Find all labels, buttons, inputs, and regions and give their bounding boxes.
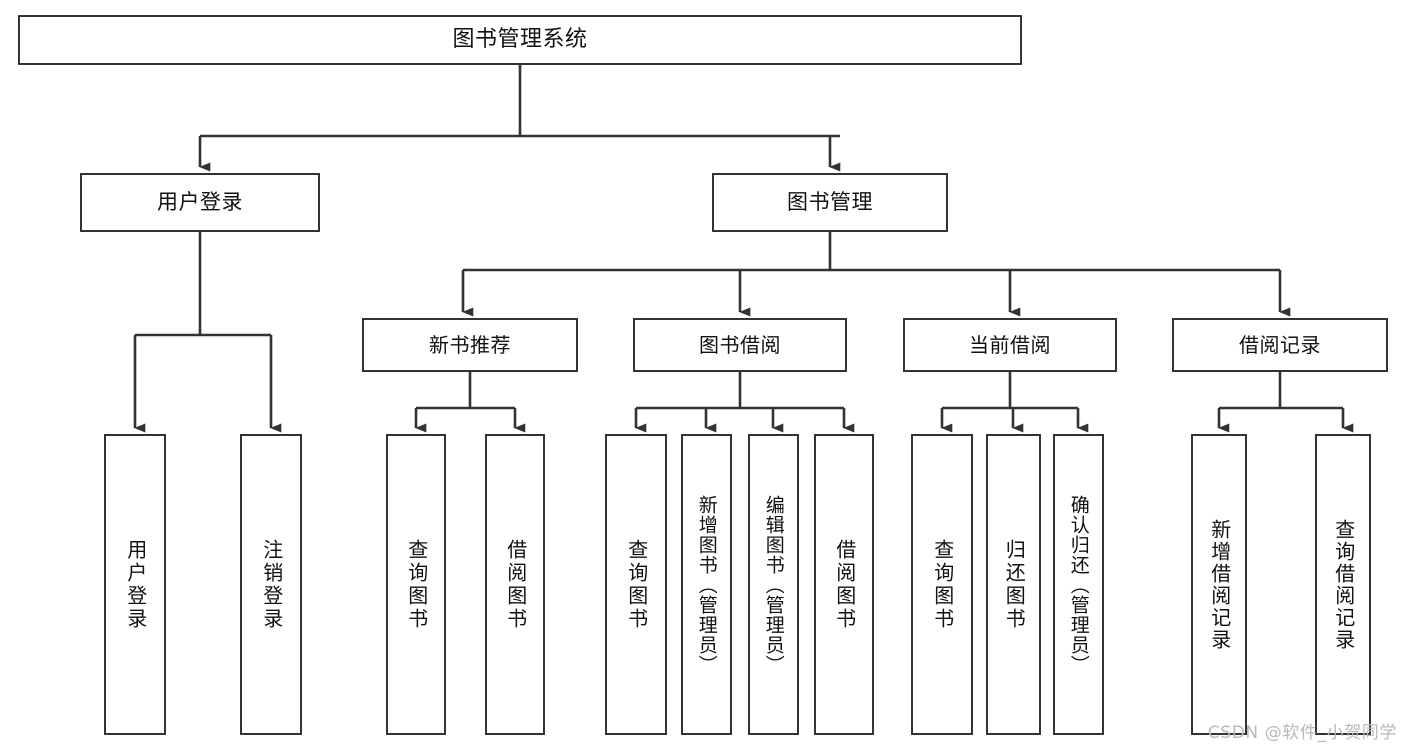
node-leaf-query-borrow-record-label: 查询借阅记录 bbox=[1331, 518, 1356, 651]
node-root[interactable]: 图书管理系统 bbox=[18, 15, 1022, 65]
watermark: CSDN @软件_小贺同学 bbox=[1207, 723, 1397, 743]
node-leaf-query-borrow-record[interactable]: 查询借阅记录 bbox=[1315, 434, 1371, 735]
edge-group-borrow-record bbox=[1217, 372, 1354, 433]
edge-group-root bbox=[198, 65, 841, 172]
node-new-book-recommend[interactable]: 新书推荐 bbox=[362, 318, 578, 372]
node-book-borrow-label: 图书借阅 bbox=[699, 332, 781, 357]
node-current-borrow-label: 当前借阅 bbox=[969, 332, 1051, 357]
node-leaf-query-book-2-label: 查询图书 bbox=[624, 538, 649, 631]
node-new-book-recommend-label: 新书推荐 bbox=[429, 332, 511, 357]
node-leaf-add-book[interactable]: 新增图书（管理员） bbox=[681, 434, 732, 735]
node-leaf-query-book-3-label: 查询图书 bbox=[930, 538, 955, 631]
edge-group-user-login bbox=[133, 232, 282, 433]
node-leaf-add-borrow-record[interactable]: 新增借阅记录 bbox=[1191, 434, 1247, 735]
node-book-management-label: 图书管理 bbox=[787, 190, 873, 215]
edge-group-book-management bbox=[461, 232, 1291, 317]
node-leaf-user-logout[interactable]: 注销登录 bbox=[240, 434, 302, 735]
node-leaf-user-login[interactable]: 用户登录 bbox=[104, 434, 166, 735]
node-leaf-return-book-label: 归还图书 bbox=[1002, 538, 1027, 631]
node-borrow-record[interactable]: 借阅记录 bbox=[1172, 318, 1388, 372]
node-borrow-record-label: 借阅记录 bbox=[1239, 332, 1321, 357]
edge-group-new-book-recommend bbox=[414, 372, 526, 433]
edge-group-current-borrow bbox=[940, 372, 1089, 433]
node-leaf-user-login-label: 用户登录 bbox=[123, 538, 148, 631]
node-user-login[interactable]: 用户登录 bbox=[80, 173, 320, 232]
node-leaf-borrow-book-1-label: 借阅图书 bbox=[503, 538, 528, 631]
node-leaf-edit-book-label: 编辑图书（管理员） bbox=[762, 494, 785, 675]
node-current-borrow[interactable]: 当前借阅 bbox=[903, 318, 1117, 372]
node-leaf-add-book-label: 新增图书（管理员） bbox=[695, 494, 718, 675]
node-leaf-confirm-return[interactable]: 确认归还（管理员） bbox=[1053, 434, 1104, 735]
node-leaf-query-book-2[interactable]: 查询图书 bbox=[605, 434, 667, 735]
node-leaf-add-borrow-record-label: 新增借阅记录 bbox=[1207, 518, 1232, 651]
node-leaf-query-book-3[interactable]: 查询图书 bbox=[911, 434, 973, 735]
node-leaf-query-book-1-label: 查询图书 bbox=[404, 538, 429, 631]
node-root-label: 图书管理系统 bbox=[452, 27, 588, 53]
node-leaf-borrow-book-1[interactable]: 借阅图书 bbox=[485, 434, 545, 735]
node-book-management[interactable]: 图书管理 bbox=[712, 173, 948, 232]
edge-group-book-borrow bbox=[634, 372, 855, 433]
node-book-borrow[interactable]: 图书借阅 bbox=[633, 318, 847, 372]
node-leaf-query-book-1[interactable]: 查询图书 bbox=[386, 434, 446, 735]
node-leaf-borrow-book-2[interactable]: 借阅图书 bbox=[814, 434, 874, 735]
node-user-login-label: 用户登录 bbox=[157, 190, 243, 215]
node-leaf-borrow-book-2-label: 借阅图书 bbox=[832, 538, 857, 631]
node-leaf-confirm-return-label: 确认归还（管理员） bbox=[1067, 494, 1090, 675]
node-leaf-edit-book[interactable]: 编辑图书（管理员） bbox=[748, 434, 799, 735]
node-leaf-return-book[interactable]: 归还图书 bbox=[986, 434, 1041, 735]
node-leaf-user-logout-label: 注销登录 bbox=[259, 538, 284, 631]
